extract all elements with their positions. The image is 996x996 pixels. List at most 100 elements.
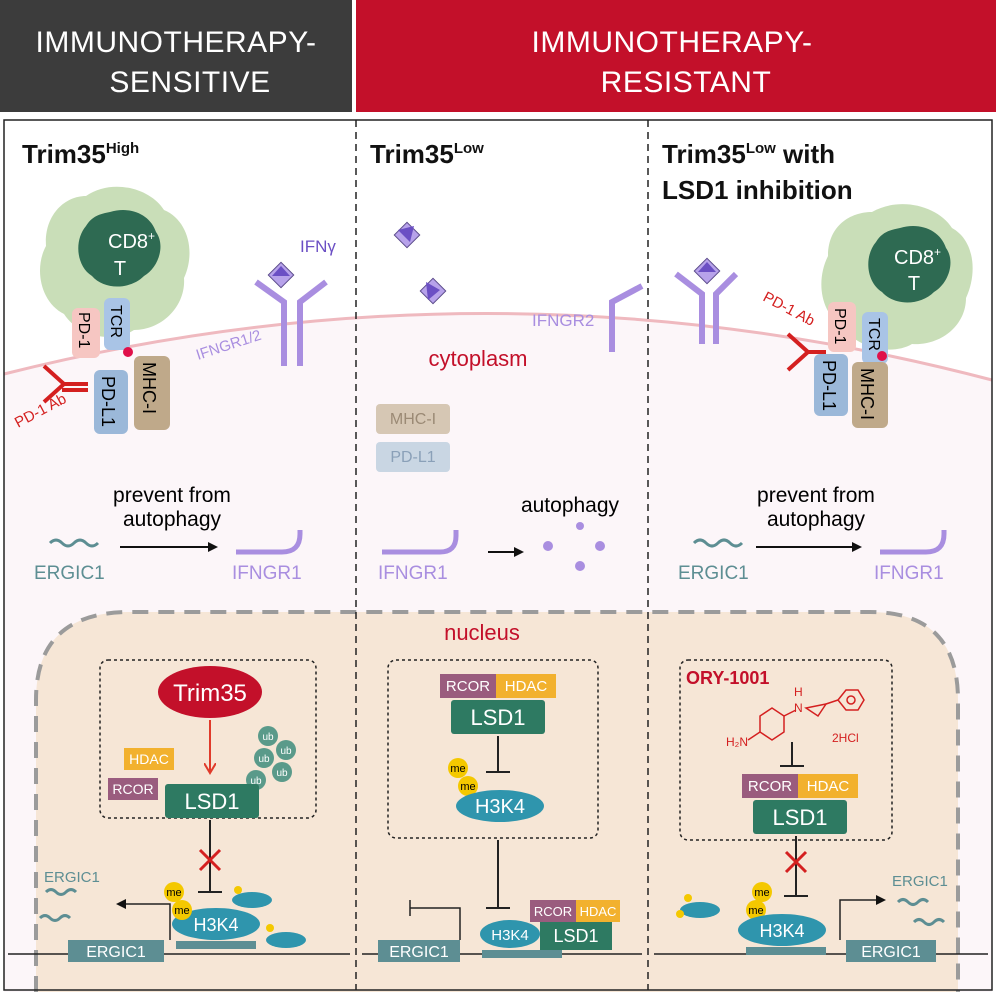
ergic1-label: ERGIC1 [34, 563, 105, 584]
mhc-i-faded [376, 404, 450, 434]
transcription-arrow [839, 895, 886, 940]
ergic1-gene-label: ERGIC1 [389, 944, 449, 961]
h3k4-dna-segment [746, 947, 826, 955]
mhc-i-complex [134, 356, 170, 430]
histone-1 [680, 902, 720, 918]
panel-left-title: Trim35High [22, 139, 139, 169]
pdl1-label: PD-L1 [819, 360, 839, 411]
pd1-antibody [42, 364, 88, 404]
ifngr2-label: IFNGR2 [532, 311, 594, 330]
rcor-box [108, 778, 158, 800]
rcor-label: RCOR [112, 781, 153, 797]
ergic1-transcripts-icon [38, 888, 78, 922]
ubiquitin-chain: ub ub ub ub ub [246, 726, 296, 790]
ifngr1-label: IFNGR1 [874, 563, 944, 584]
h3k4-bottom-ellipse [480, 920, 540, 948]
panel-frame [3, 119, 993, 991]
hdac-box [124, 748, 174, 770]
methyl-1 [752, 882, 772, 902]
rcor-bottom-label: RCOR [534, 904, 572, 919]
lsd1-bottom-box [540, 922, 612, 950]
h3k4-dna-segment [482, 950, 562, 958]
h3k4-dna-segment [176, 941, 256, 949]
header-sensitive: IMMUNOTHERAPY- SENSITIVE [0, 0, 352, 112]
methyl-1 [164, 882, 184, 902]
ifngr2-receptor [609, 283, 644, 352]
lsd1-label: LSD1 [470, 705, 525, 730]
histone-1-mark [684, 894, 692, 902]
ifngr1-icon [236, 530, 303, 555]
prevent-autophagy-line1: prevent from [113, 484, 231, 507]
t-label: T [908, 273, 920, 295]
cd8-t-nucleus [78, 210, 161, 287]
h3k4-label: H3K4 [193, 915, 238, 935]
histone-2-mark [266, 924, 274, 932]
rcor-label: RCOR [446, 678, 490, 695]
ub-label-3: ub [258, 754, 270, 765]
tcr-label: TCR [865, 318, 882, 351]
transcription-arrow [116, 899, 171, 940]
prevent-autophagy-line2: autophagy [767, 508, 866, 531]
histone-1-mark-2 [676, 910, 684, 918]
rcor-label: RCOR [748, 778, 792, 795]
header-sensitive-line2: SENSITIVE [109, 66, 270, 99]
ifng-label: IFNγ [300, 237, 336, 256]
pdl1-ligand [814, 354, 848, 416]
cd8-t-nucleus [868, 226, 951, 303]
pdl1-faded [376, 442, 450, 472]
h3k4-label: H3K4 [475, 796, 525, 818]
ub-label-2: ub [280, 746, 292, 757]
tcr-receptor [862, 312, 888, 364]
panel-trim35-low: Trim35Low IFNGR2 cytoplasm MHC-I PD-L1 a… [362, 139, 644, 962]
header-resistant-line2: RESISTANT [601, 66, 772, 99]
panel-right-title-line2: LSD1 inhibition [662, 175, 853, 205]
ergic1-mrna-icon [48, 538, 100, 548]
chem-h-label: H [794, 685, 803, 699]
prevent-autophagy-line2: autophagy [123, 508, 222, 531]
chem-2hcl-label: 2HCl [832, 731, 859, 745]
mhc-i-label: MHC-I [139, 362, 159, 414]
chem-n-label: N [794, 701, 803, 715]
histone-1 [232, 892, 272, 908]
hdac-label: HDAC [129, 751, 169, 767]
hdac-label: HDAC [505, 678, 548, 695]
lsd1-inset-box [387, 659, 599, 839]
lsd1-bottom-label: LSD1 [553, 926, 598, 946]
chem-h2n-label: H₂N [726, 735, 748, 749]
ifn-gamma-icon [267, 261, 295, 289]
methyl-label-2: me [460, 781, 475, 793]
prevent-autophagy-line1: prevent from [757, 484, 875, 507]
pd1-receptor [828, 302, 856, 352]
mhc-i-complex [852, 362, 888, 428]
header-resistant: IMMUNOTHERAPY- RESISTANT [356, 0, 996, 112]
ergic1-gene-label: ERGIC1 [86, 944, 146, 961]
pd1-antibody [786, 332, 826, 372]
ifn-gamma-icon [693, 257, 721, 285]
blocked-x-icon [198, 848, 222, 872]
blocked-x-icon [784, 850, 808, 874]
hdac-bottom-label: HDAC [580, 904, 617, 919]
ergic1-gene-box [378, 940, 460, 962]
rcor-box [440, 674, 496, 698]
methyl-label-1: me [166, 887, 181, 899]
pd1-label: PD-1 [75, 312, 92, 349]
methyl-label-1: me [754, 887, 769, 899]
histone-1-mark [234, 886, 242, 894]
pd1-receptor [72, 308, 100, 358]
methyl-2 [172, 900, 192, 920]
ifngr1-label: IFNGR1 [378, 563, 448, 584]
trim35-label: Trim35 [173, 680, 247, 707]
lsd1-inset-box [99, 659, 317, 819]
histone-2 [266, 932, 306, 948]
pdl1-ligand [94, 370, 128, 434]
hdac-bottom-box [576, 900, 620, 922]
methyl-2 [458, 776, 478, 796]
trim35-oval [158, 666, 262, 718]
mhc-i-faded-label: MHC-I [390, 411, 436, 428]
tcr-label: TCR [107, 305, 124, 338]
ory-1001-label: ORY-1001 [686, 668, 769, 688]
mhc-tcr-contact [123, 347, 133, 357]
cytoplasm-label: cytoplasm [428, 346, 527, 371]
ifngr1-label: IFNGR1 [232, 563, 302, 584]
